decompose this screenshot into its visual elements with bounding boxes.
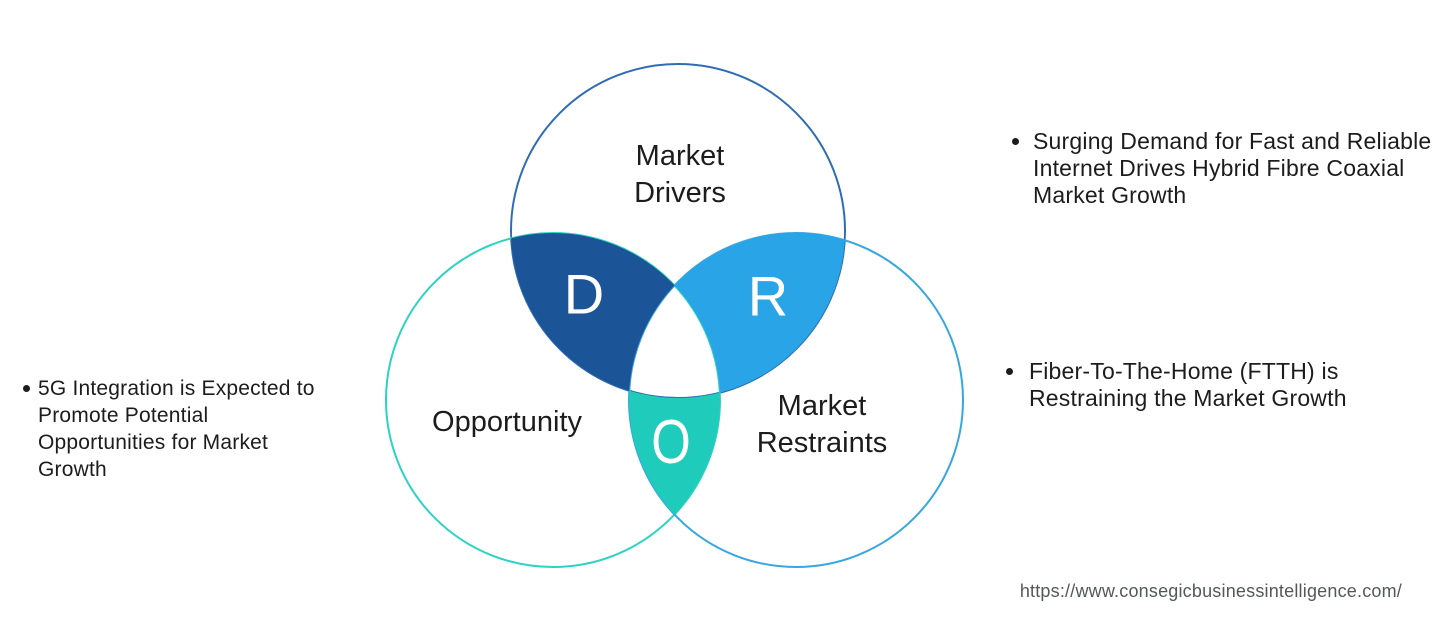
opportunity-bullet-text: 5G Integration is Expected to Promote Po…: [38, 377, 315, 481]
restraints-label-line1: Market: [778, 390, 867, 422]
restraints-bullet-text: Fiber-To-The-Home (FTTH) is Restraining …: [1029, 358, 1347, 411]
bullet-dot: [1012, 138, 1019, 145]
drivers-label-line1: Market: [636, 140, 725, 172]
drivers-bullet-text: Surging Demand for Fast and Reliable Int…: [1033, 128, 1432, 208]
bullet-dot: [1006, 368, 1013, 375]
restraints-bullet: Fiber-To-The-Home (FTTH) is Restraining …: [1006, 358, 1436, 412]
drivers-lens: [511, 233, 720, 398]
letter-r: R: [748, 265, 788, 328]
restraints-label-line2: Restraints: [757, 427, 888, 459]
letter-d: D: [564, 263, 604, 326]
restraints-lens: [629, 233, 845, 398]
opportunity-bullet: 5G Integration is Expected to Promote Po…: [23, 375, 363, 483]
letter-o: O: [651, 409, 691, 478]
drivers-bullet: Surging Demand for Fast and Reliable Int…: [1012, 128, 1453, 209]
bullet-dot: [23, 385, 30, 392]
opportunity-label: Opportunity: [432, 406, 582, 438]
source-url: https://www.consegicbusinessintelligence…: [1019, 581, 1402, 601]
drivers-label-line2: Drivers: [634, 177, 726, 209]
